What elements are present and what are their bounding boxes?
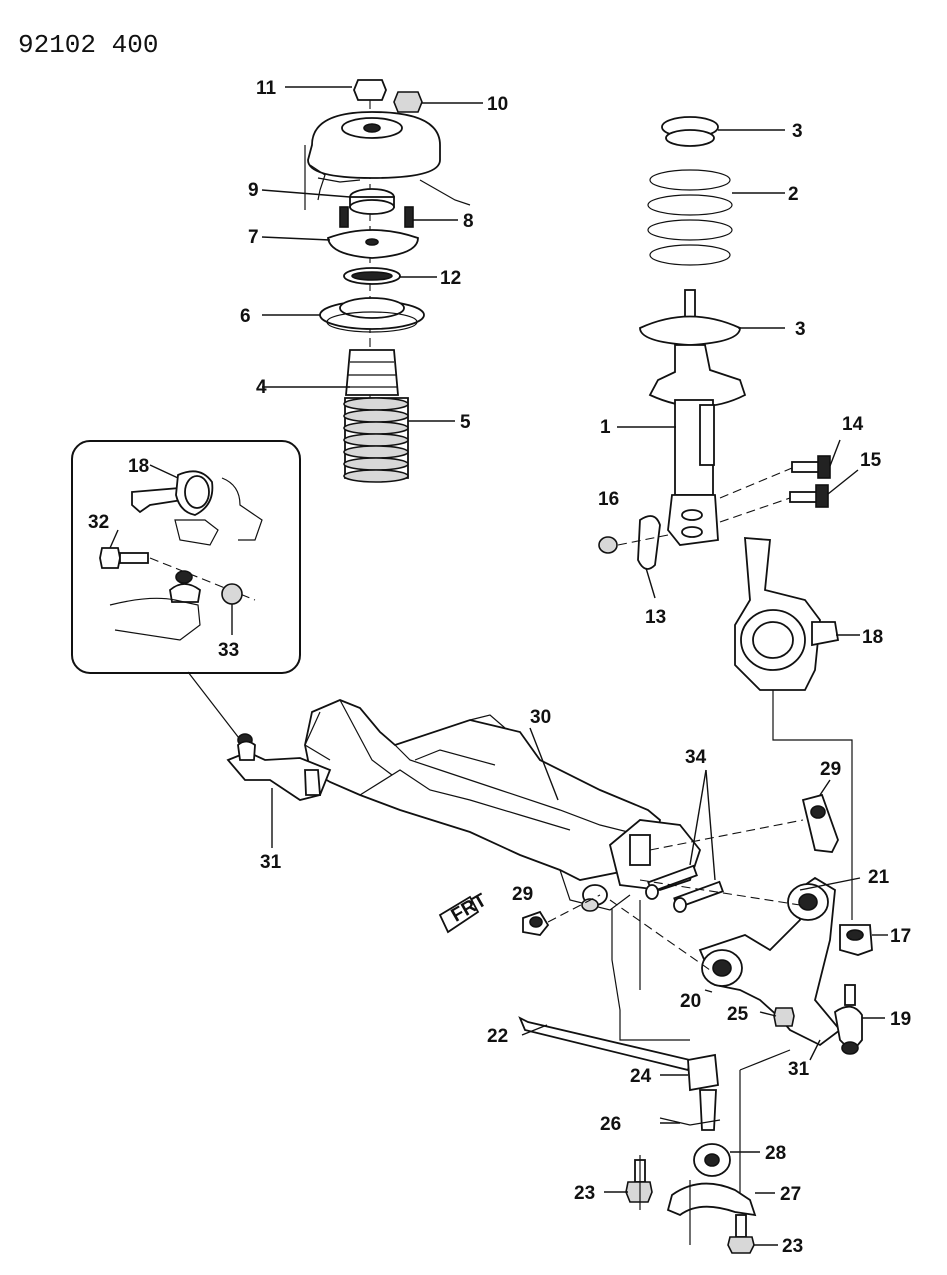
front-direction-tag: FRT <box>438 890 491 934</box>
callout-33: 33 <box>218 640 239 661</box>
nut-10 <box>393 91 423 113</box>
sway-bar-link-26 <box>659 1089 721 1131</box>
callout-21: 21 <box>868 867 890 888</box>
callout-29-left: 29 <box>512 884 533 905</box>
callouts: 11 10 9 8 7 12 6 4 5 3 2 3 1 14 15 16 13… <box>88 78 911 1257</box>
callout-14: 14 <box>842 414 864 435</box>
strut-mount-assembly <box>304 79 471 483</box>
callout-23-right: 23 <box>782 1236 803 1257</box>
callout-20: 20 <box>680 991 701 1012</box>
steering-knuckle-18 <box>734 537 840 691</box>
nut-25 <box>773 1007 795 1027</box>
strut-1 <box>648 344 747 408</box>
strut-spring-assembly <box>598 116 840 691</box>
callout-3-lower: 3 <box>795 319 806 340</box>
pinch-bolt-32 <box>99 547 149 569</box>
bushing-20 <box>701 949 743 987</box>
callout-11: 11 <box>256 78 277 99</box>
jounce-bumper-4 <box>345 349 399 396</box>
sway-bar-bushing-28 <box>693 1143 731 1177</box>
nut-11 <box>353 79 387 101</box>
callout-5: 5 <box>460 412 471 433</box>
ball-joint-seal-17 <box>839 924 873 956</box>
callout-2: 2 <box>788 184 799 205</box>
nut-16 <box>598 536 618 554</box>
callout-10: 10 <box>487 94 508 115</box>
lower-control-arm-31-right <box>698 876 873 1055</box>
sway-bar-bushing-24 <box>687 1053 719 1092</box>
callout-12: 12 <box>440 268 461 289</box>
callout-16: 16 <box>598 489 619 510</box>
bolt-14 <box>791 455 831 479</box>
bushing-21 <box>787 883 829 921</box>
callout-18-inset: 18 <box>128 456 149 477</box>
callout-27: 27 <box>780 1184 801 1205</box>
bushing-29-right <box>801 793 839 853</box>
callout-1: 1 <box>600 417 611 438</box>
callout-17: 17 <box>890 926 911 947</box>
callout-15: 15 <box>860 450 882 471</box>
bushing-bracket-27 <box>666 1182 757 1217</box>
upper-mount <box>307 111 441 179</box>
callout-32: 32 <box>88 512 109 533</box>
callout-25: 25 <box>727 1004 749 1025</box>
callout-7: 7 <box>248 227 259 248</box>
callout-31-right: 31 <box>788 1059 810 1080</box>
frt-label: FRT <box>448 890 491 927</box>
callout-30: 30 <box>530 707 551 728</box>
bushing-29-left <box>522 910 550 936</box>
ball-joint-19 <box>834 984 863 1055</box>
bolts-34 <box>645 864 724 913</box>
callout-29-right: 29 <box>820 759 841 780</box>
document-id: 92102 400 <box>18 30 158 60</box>
callout-8: 8 <box>463 211 474 232</box>
stud-8-left <box>339 206 349 228</box>
cam-plate-13 <box>637 515 661 570</box>
callout-34: 34 <box>685 747 707 768</box>
spring-isolator-3-lower <box>639 315 741 346</box>
callout-9: 9 <box>248 180 259 201</box>
callout-22: 22 <box>487 1026 508 1047</box>
callout-3-upper: 3 <box>792 121 803 142</box>
callout-18-main: 18 <box>862 627 883 648</box>
callout-19: 19 <box>890 1009 911 1030</box>
callout-28: 28 <box>765 1143 786 1164</box>
callout-23-left: 23 <box>574 1183 595 1204</box>
callout-31-left: 31 <box>260 852 282 873</box>
dust-boot-5 <box>343 397 409 483</box>
bolt-15 <box>789 484 829 508</box>
lower-control-arm-31-left <box>226 733 332 801</box>
coil-spring-2 <box>647 169 733 266</box>
bolt-23-right <box>727 1214 755 1254</box>
callout-4: 4 <box>256 377 267 398</box>
callout-24: 24 <box>630 1066 652 1087</box>
callout-6: 6 <box>240 306 251 327</box>
inset-detail <box>71 440 301 674</box>
callout-13: 13 <box>645 607 666 628</box>
stud-8-right <box>404 206 414 228</box>
crossmember-30 <box>304 699 702 912</box>
nut-33 <box>221 583 243 605</box>
bolt-23-left <box>625 1159 653 1203</box>
callout-26: 26 <box>600 1114 621 1135</box>
